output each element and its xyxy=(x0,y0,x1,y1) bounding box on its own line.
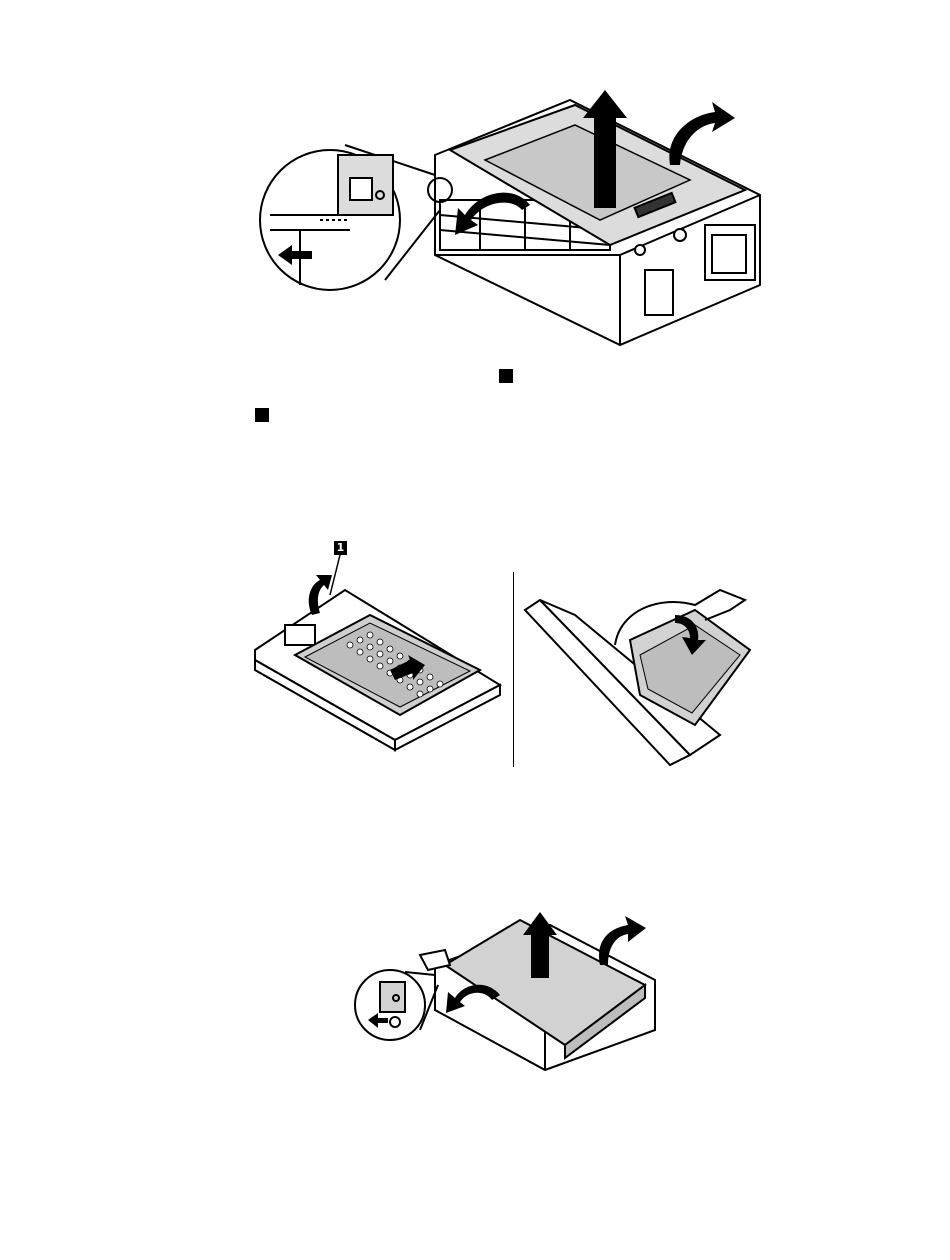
figure-drive-tilt-out xyxy=(520,585,760,770)
panel-divider xyxy=(513,572,514,767)
figure-drive-removal-from-bracket xyxy=(350,910,660,1070)
figure-drive-adapter-tray-removal xyxy=(250,90,770,355)
callout-square-marker xyxy=(499,369,513,383)
rotate-right-arrow xyxy=(599,916,646,965)
callout-square-marker xyxy=(255,408,269,422)
detail-magnifier xyxy=(260,145,452,290)
figure-drive-slide-out xyxy=(250,555,510,755)
callout-number-1: 1 xyxy=(334,541,347,555)
detail-magnifier xyxy=(355,970,438,1040)
rotate-right-arrow xyxy=(669,102,735,165)
